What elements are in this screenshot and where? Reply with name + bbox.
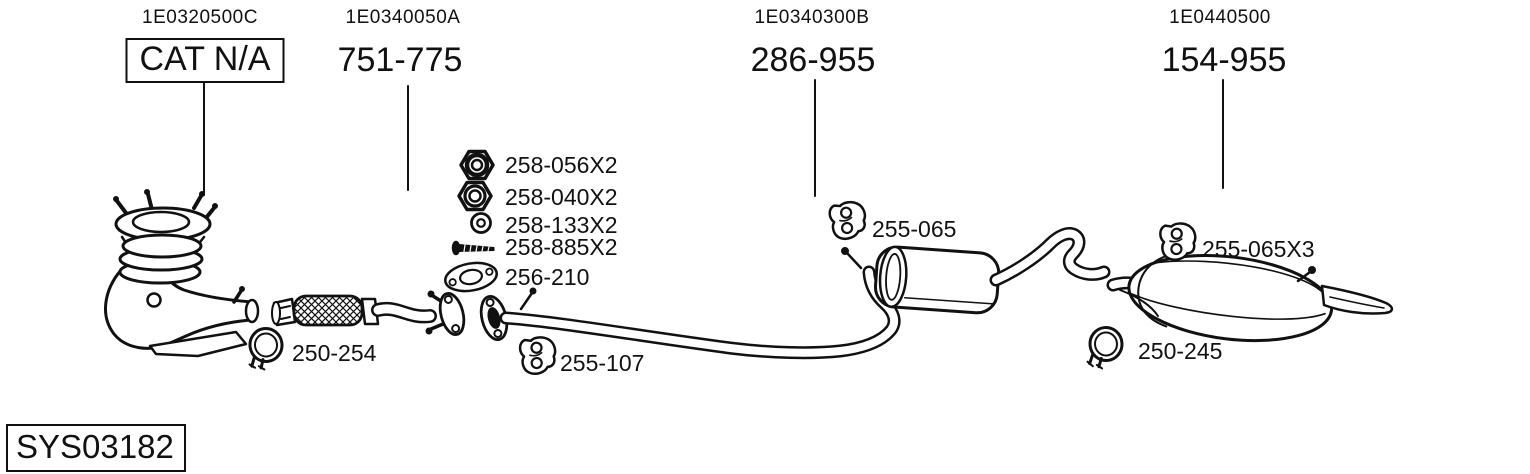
callout-label-0: 250-254 xyxy=(292,340,377,366)
callout-label-3: 255-065X3 xyxy=(1202,236,1315,262)
callout-label-4: 250-245 xyxy=(1138,338,1223,364)
washer-icon xyxy=(470,212,492,234)
hex-nut-icon xyxy=(459,149,495,181)
part-group-ref-1: 1E0340050A xyxy=(345,7,461,28)
hardware-label-4: 256-210 xyxy=(505,264,590,290)
clamp-icon xyxy=(1086,326,1124,370)
flange-joint-drawing xyxy=(425,290,509,341)
rubber-hanger-icon xyxy=(828,200,867,241)
part-group-number-1: 751-775 xyxy=(337,41,463,79)
part-group-ref-0: 1E0320500C xyxy=(142,7,258,28)
catalytic-converter-drawing xyxy=(104,189,260,358)
hardware-label-3: 258-885X2 xyxy=(505,234,618,260)
rubber-hanger-icon xyxy=(518,336,557,375)
tailpipe-drawing xyxy=(1320,284,1394,315)
clamp-icon xyxy=(248,327,284,371)
middle-muffler-drawing xyxy=(841,245,1001,315)
rubber-hanger-icon xyxy=(1159,222,1197,261)
callout-label-2: 255-065 xyxy=(872,216,957,242)
leader-lines xyxy=(203,79,1224,197)
part-group-ref-2: 1E0340300B xyxy=(754,7,870,28)
drawing-id-label: SYS03182 xyxy=(6,424,186,472)
hex-nut-icon xyxy=(457,180,493,212)
rear-muffler-drawing xyxy=(1106,253,1334,343)
part-group-number-2: 286-955 xyxy=(750,41,876,79)
part-group-number-3: 154-955 xyxy=(1161,41,1287,79)
hardware-label-2: 258-133X2 xyxy=(505,212,618,238)
hardware-label-0: 258-056X2 xyxy=(505,152,618,178)
part-group-number-0: CAT N/A xyxy=(125,38,285,84)
middle-outlet-pipe-drawing xyxy=(989,227,1111,287)
hardware-label-1: 258-040X2 xyxy=(505,184,618,210)
flex-pipe-drawing xyxy=(271,294,437,327)
callout-label-1: 255-107 xyxy=(560,350,645,376)
part-group-ref-3: 1E0440500 xyxy=(1169,7,1271,28)
bolt-icon xyxy=(451,240,495,256)
gasket-icon xyxy=(444,261,498,293)
